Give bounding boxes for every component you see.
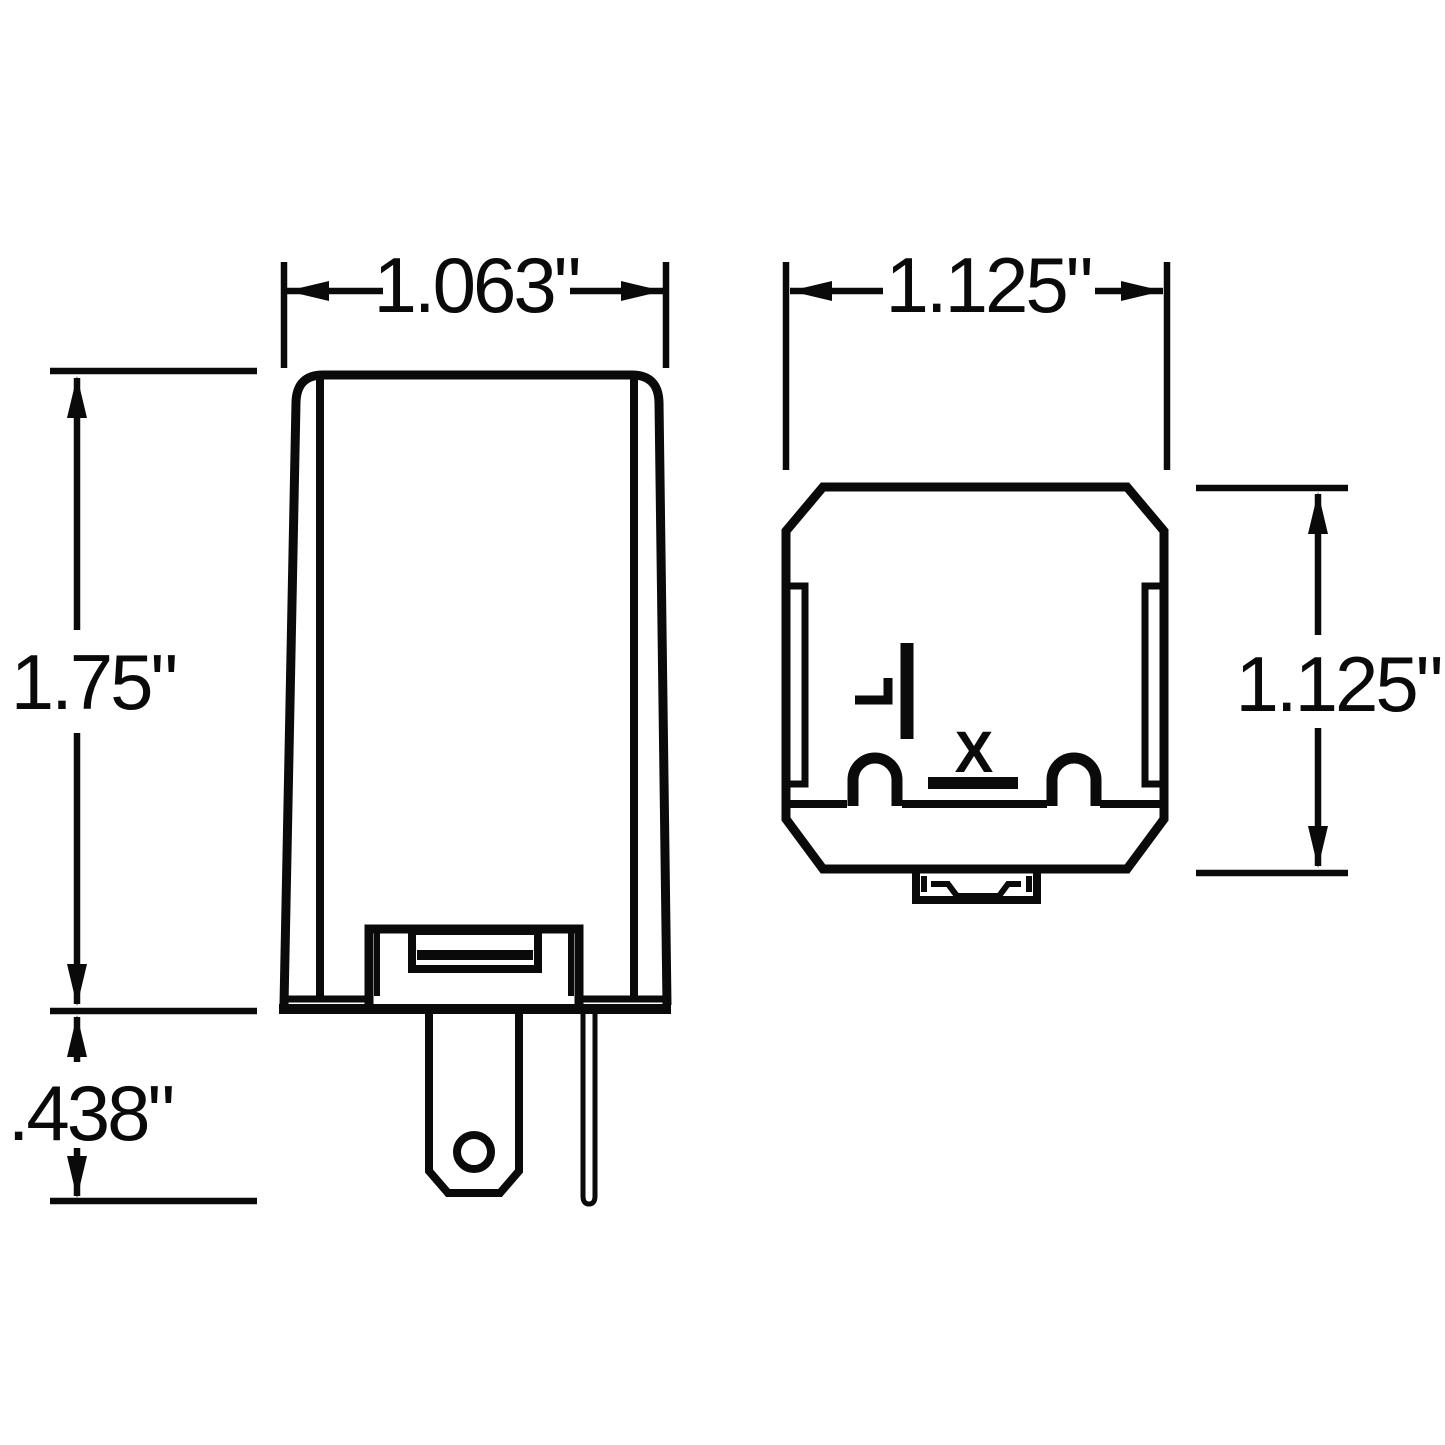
dim-terminal-length (50, 1015, 257, 1205)
arrowhead-up (67, 376, 87, 418)
mounting-post-arch-right (1046, 752, 1102, 806)
side-height-label: 1.75" (11, 638, 176, 726)
dim-side-width (280, 262, 670, 368)
side-view (279, 370, 672, 1207)
bottom-view (781, 482, 1169, 904)
dim-side-height (50, 367, 257, 1015)
side-view-outer-shell (279, 370, 672, 1006)
arrowhead-up (1308, 492, 1328, 534)
side-width-label: 1.063" (374, 241, 579, 329)
arrowhead-down (1308, 826, 1328, 868)
key-tab-shelf (931, 881, 1021, 899)
dim-bottom-width (782, 262, 1171, 470)
dim-bottom-height (1196, 484, 1348, 877)
guide-rail-right (1141, 582, 1167, 788)
mounting-post-arch-left (847, 752, 903, 806)
terminal-x-label: X (955, 720, 994, 785)
bottom-view-outline (781, 482, 1169, 874)
blade-terminal (425, 1010, 523, 1197)
arrowhead-left (790, 281, 832, 301)
guide-rail-left (783, 582, 809, 788)
terminal-length-label: .438" (8, 1069, 173, 1157)
bottom-view-key-tab (912, 870, 1041, 904)
arrowhead-right (621, 281, 663, 301)
terminal-blade-corner (855, 678, 893, 705)
arrowhead-left (287, 281, 329, 301)
arrowhead-up (67, 1015, 87, 1057)
dimension-annotations (50, 262, 1348, 1205)
arrowhead-down (67, 964, 87, 1006)
bottom-height-label: 1.125" (1236, 640, 1441, 728)
arrowhead-down (67, 1156, 87, 1198)
arrowhead-right (1121, 281, 1163, 301)
pin-terminal (580, 1010, 598, 1207)
bottom-width-label: 1.125" (886, 241, 1091, 329)
blade-terminal-hole (453, 1131, 495, 1173)
